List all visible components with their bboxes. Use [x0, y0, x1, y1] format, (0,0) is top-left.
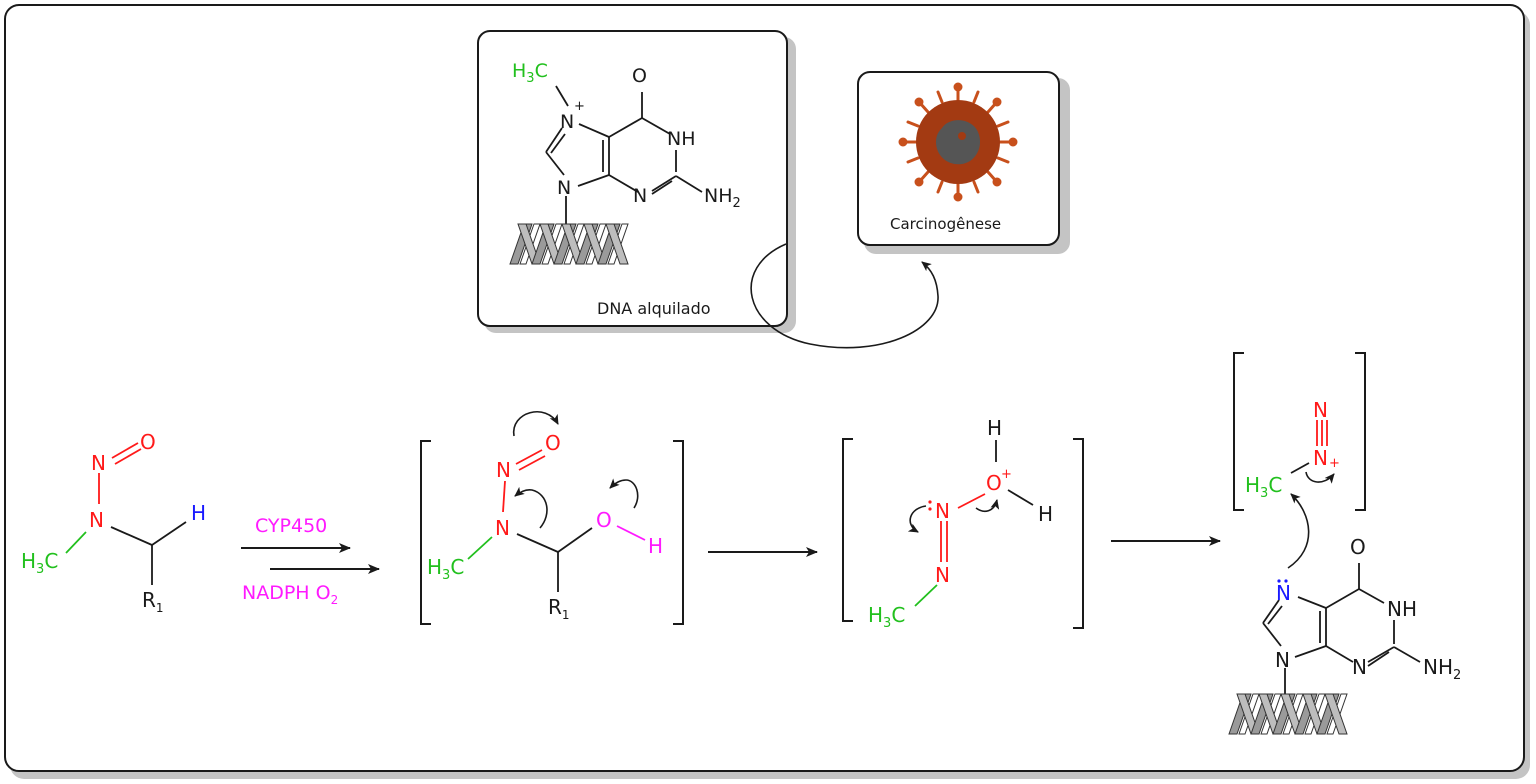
n7-nucleophile-atom: N	[1276, 581, 1291, 605]
n-atom: N	[935, 563, 950, 587]
left-bracket	[1233, 352, 1244, 511]
positive-charge: +	[1001, 467, 1012, 482]
methyldiazonium-intermediate: N N + H3C	[1233, 352, 1366, 511]
diazohydroxide-intermediate: H O + H N N H3C	[842, 416, 1084, 631]
hydrogen-atom: H	[987, 416, 1002, 440]
amine-n-atom: N	[495, 516, 510, 540]
dna-helix-icon	[1228, 693, 1348, 735]
curved-arrow-dna-to-cancer	[750, 243, 939, 349]
dna-alkylated-panel: H3C N + O NH N N NH2 DNA alquilado	[477, 30, 796, 333]
right-bracket	[1073, 438, 1084, 629]
right-bracket	[673, 440, 684, 625]
carcinogenesis-panel: Carcinogênese	[857, 71, 1070, 254]
electron-arrow-icon	[975, 499, 1000, 513]
nitroso-n-atom: N	[91, 451, 106, 475]
cyp450-label: CYP450	[255, 515, 327, 537]
nitroso-n-atom: N	[496, 458, 511, 482]
hydroxy-nitrosamine-intermediate: O N N O H H3C R1	[420, 411, 684, 625]
n9-atom: N	[1275, 648, 1290, 672]
amine-n-atom: N	[89, 508, 104, 532]
electron-arrow-icon	[1305, 471, 1335, 484]
nadph-o2-label: NADPH O2	[242, 582, 338, 607]
n-atom: N	[935, 499, 950, 523]
electron-arrow-icon	[609, 478, 639, 509]
diazonium-n-atom: N	[1313, 446, 1328, 470]
n9-label: N	[557, 177, 571, 199]
carcinogenesis-caption: Carcinogênese	[890, 215, 1001, 233]
dna-helix-icon	[509, 223, 629, 265]
cancer-cell-icon	[898, 82, 1018, 202]
left-bracket	[842, 438, 853, 622]
n-atom: N	[1313, 398, 1328, 422]
oxygen-atom: O	[545, 431, 561, 455]
nh-label: NH	[667, 128, 696, 150]
n3-label: N	[633, 185, 647, 207]
methyl-group: H3C	[427, 555, 464, 583]
right-bracket	[1355, 352, 1366, 511]
reaction-conditions: CYP450 NADPH O2	[241, 515, 380, 607]
electron-arrow-icon	[514, 486, 548, 529]
nitrosamine-molecule: O N N H H3C R1	[21, 430, 206, 615]
nh-atom: NH	[1387, 597, 1417, 621]
positive-charge: +	[1329, 456, 1340, 471]
dna-alkylated-caption: DNA alquilado	[597, 299, 711, 318]
n7-label: N	[560, 111, 574, 133]
hydroxyl-h-atom: H	[648, 534, 663, 558]
outer-frame	[4, 4, 1530, 779]
oxonium-o-atom: O	[986, 471, 1002, 495]
n3-atom: N	[1352, 655, 1367, 679]
electron-arrow-icon	[907, 505, 927, 533]
oxygen-atom: O	[140, 430, 156, 454]
left-bracket	[420, 440, 431, 625]
nucleophilic-attack-arrow	[1287, 493, 1310, 569]
hydroxyl-o-atom: O	[596, 508, 612, 532]
alpha-h-atom: H	[191, 501, 206, 525]
electron-arrow-icon	[513, 411, 559, 437]
hydrogen-atom: H	[1038, 502, 1053, 526]
charge-label: +	[574, 99, 585, 114]
oxygen-atom: O	[1350, 535, 1366, 559]
oxygen-label: O	[632, 65, 647, 87]
